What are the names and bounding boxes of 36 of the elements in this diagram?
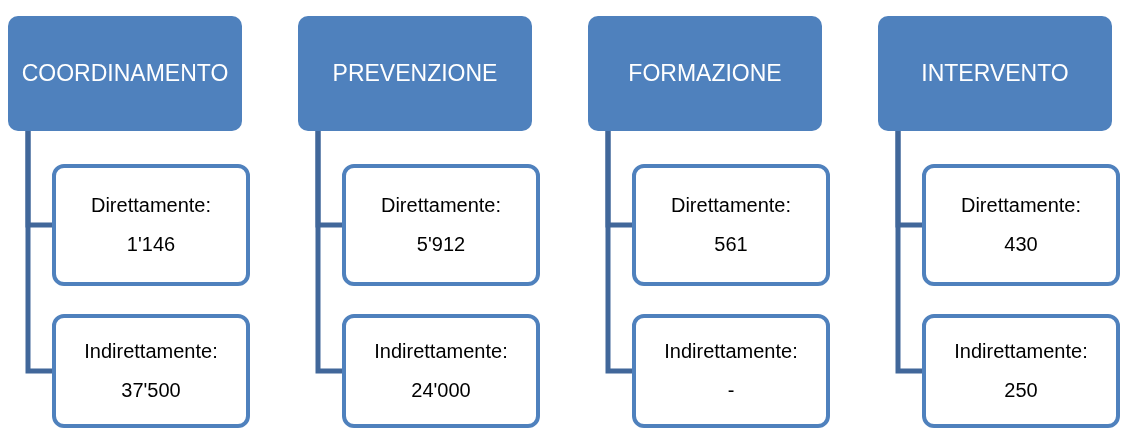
- value-label: Indirettamente:: [954, 339, 1088, 364]
- category-label: FORMAZIONE: [628, 59, 782, 88]
- connector-line: [315, 131, 342, 374]
- value-number: 24'000: [411, 378, 471, 403]
- value-number: 561: [714, 232, 748, 257]
- value-box: [52, 164, 250, 286]
- value-box: [342, 314, 540, 428]
- value-label: Direttamente:: [380, 193, 502, 218]
- category-box: [8, 16, 242, 131]
- category-label: INTERVENTO: [921, 59, 1069, 88]
- connector-line: [895, 131, 922, 374]
- category-label: COORDINAMENTO: [21, 59, 229, 88]
- value-box: [342, 164, 540, 286]
- connector-line: [605, 131, 632, 374]
- value-label: Direttamente:: [960, 193, 1082, 218]
- connector-line: [25, 131, 52, 374]
- value-label: Direttamente:: [670, 193, 792, 218]
- value-box: [52, 314, 250, 428]
- value-label: Indirettamente:: [664, 339, 798, 364]
- value-label: Direttamente:: [90, 193, 212, 218]
- value-number: 37'500: [121, 378, 181, 403]
- value-label: Indirettamente:: [374, 339, 508, 364]
- category-box: [588, 16, 822, 131]
- category-label: PREVENZIONE: [332, 59, 498, 88]
- value-number: 250: [1004, 378, 1038, 403]
- value-box: [922, 164, 1120, 286]
- value-number: 1'146: [126, 232, 176, 257]
- value-box: [632, 164, 830, 286]
- value-box: [922, 314, 1120, 428]
- category-box: [298, 16, 532, 131]
- value-number: 5'912: [416, 232, 466, 257]
- value-number: -: [727, 378, 735, 403]
- value-box: [632, 314, 830, 428]
- value-number: 430: [1004, 232, 1038, 257]
- value-label: Indirettamente:: [84, 339, 218, 364]
- category-box: [878, 16, 1112, 131]
